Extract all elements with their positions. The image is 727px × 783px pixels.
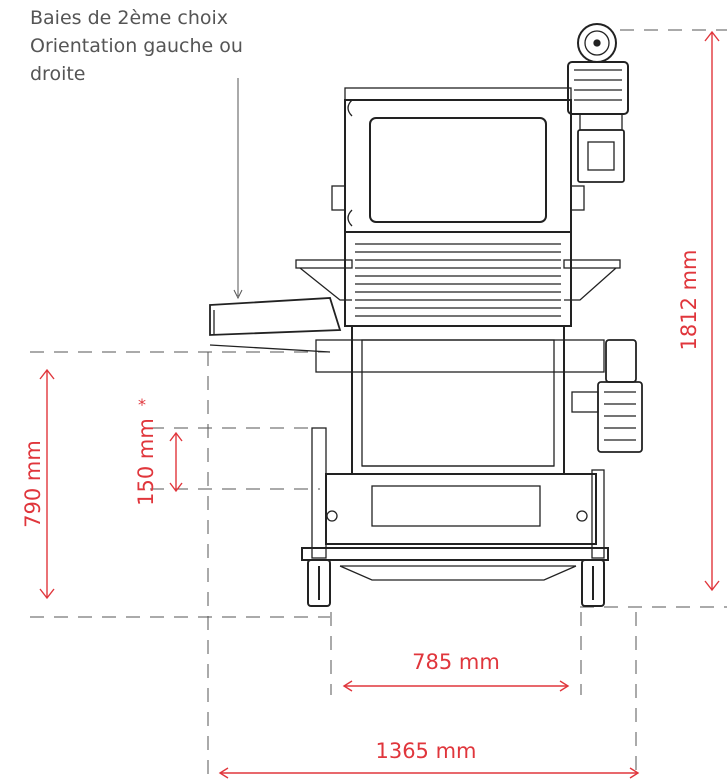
upper-housing xyxy=(331,87,585,233)
label-height-total: 1812 mm xyxy=(677,249,701,350)
label-width-wheelbase: 785 mm xyxy=(412,650,500,674)
dim-height-working xyxy=(39,368,55,600)
note-text: Baies de 2ème choix Orientation gauche o… xyxy=(30,4,320,88)
lower-body xyxy=(315,325,605,475)
dim-width-total xyxy=(218,767,640,779)
label-height-adjust: 150 mm xyxy=(134,418,158,506)
note-pointer xyxy=(233,78,243,300)
label-width-total: 1365 mm xyxy=(375,739,476,763)
dim-height-total xyxy=(704,30,720,592)
base-frame xyxy=(301,427,609,581)
discharge-chute xyxy=(209,297,342,353)
guide-lines xyxy=(30,29,727,780)
label-height-working: 790 mm xyxy=(21,440,45,528)
label-height-adjust-mark: * xyxy=(138,395,146,414)
dim-height-adjust xyxy=(169,431,183,493)
sorter-slats xyxy=(295,231,621,327)
dimension-labels: 1812 mm 790 mm 150 mm * 785 mm 1365 mm xyxy=(21,249,701,763)
wheels xyxy=(307,559,605,607)
note-line-1: Baies de 2ème choix xyxy=(30,7,229,29)
dimension-lines xyxy=(39,30,720,779)
top-motor xyxy=(567,23,629,183)
machine-front-view xyxy=(209,23,643,607)
note-line-3: droite xyxy=(30,63,86,85)
side-motor xyxy=(571,339,643,453)
dim-width-wheelbase xyxy=(342,680,570,692)
note-line-2: Orientation gauche ou xyxy=(30,35,243,57)
